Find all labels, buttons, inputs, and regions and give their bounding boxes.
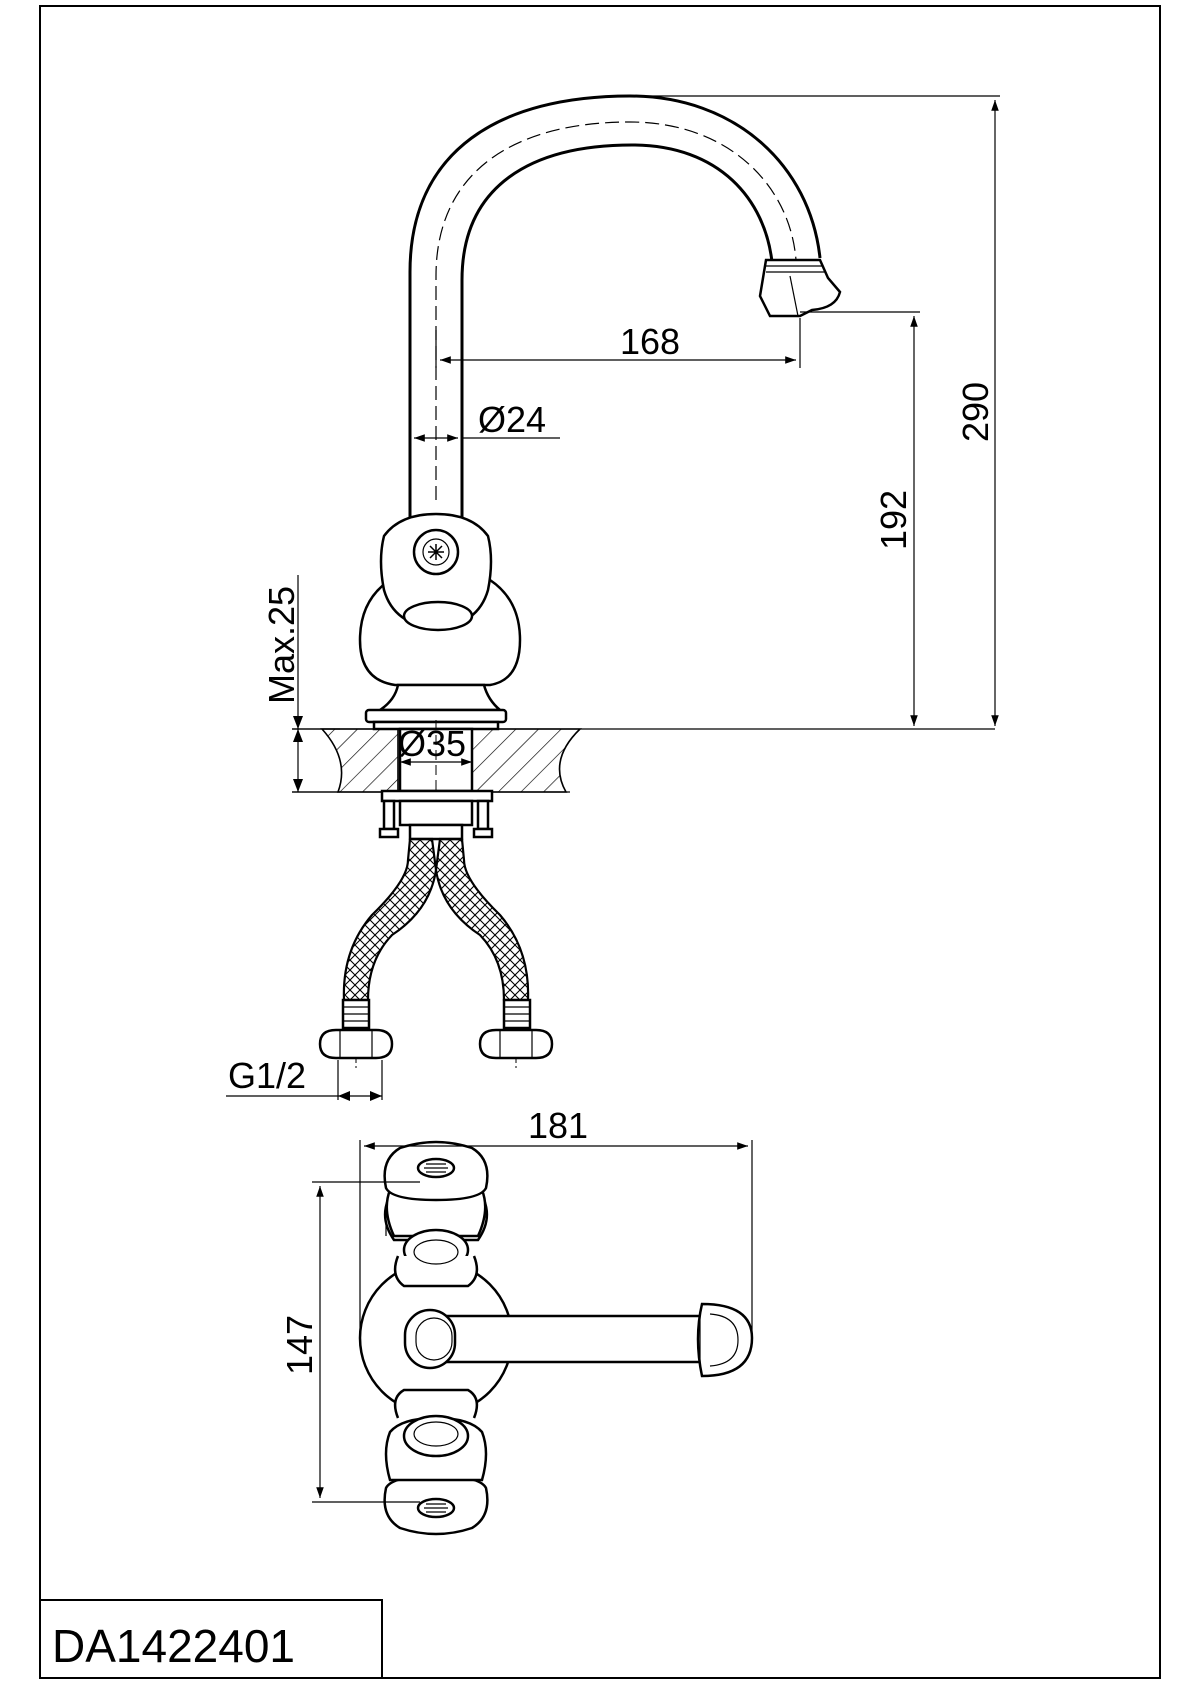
- dim-top-view-depth: 147: [279, 1315, 320, 1375]
- flex-hose-right: [434, 837, 530, 1002]
- countertop-section-left: [320, 728, 399, 793]
- dim-max-counter-thickness: Max.25: [261, 586, 302, 704]
- top-view-spout-tip: [696, 1302, 754, 1378]
- top-view-dimensions: 181 147: [279, 1105, 753, 1503]
- faucet-top-view: [358, 1140, 754, 1536]
- faucet-side-view: [292, 94, 995, 1068]
- dim-pipe-diameter: Ø24: [478, 399, 546, 440]
- drawing-border: [39, 5, 1161, 1679]
- flex-hose-left: [342, 837, 438, 1002]
- hose-nut-left: [318, 1028, 394, 1060]
- spout-pipe-outer: [408, 94, 822, 520]
- aerator: [758, 258, 842, 318]
- top-view-spout: [434, 1314, 714, 1364]
- dim-top-view-width: 181: [528, 1105, 588, 1146]
- title-block: [39, 1599, 383, 1679]
- mounting-nut: [398, 799, 474, 827]
- side-view-dimensions: 290 192 168 Ø24 Max.25 Ø35 G1/2: [226, 95, 1000, 1101]
- hose-nut-right: [478, 1028, 554, 1060]
- dim-outlet-height: 192: [873, 490, 914, 550]
- product-code: DA1422401: [52, 1620, 295, 1672]
- countertop-section-right: [471, 728, 582, 793]
- dim-total-height: 290: [955, 382, 996, 442]
- dim-connection-thread: G1/2: [228, 1055, 306, 1096]
- spout-pipe-inner: [460, 143, 774, 520]
- mounting-plate: [380, 789, 494, 803]
- dim-spout-reach: 168: [620, 321, 680, 362]
- handle-grip-hole: [402, 600, 474, 632]
- spout-centerline: [435, 121, 797, 500]
- base-collar: [375, 683, 504, 712]
- dim-mounting-hole: Ø35: [398, 723, 466, 764]
